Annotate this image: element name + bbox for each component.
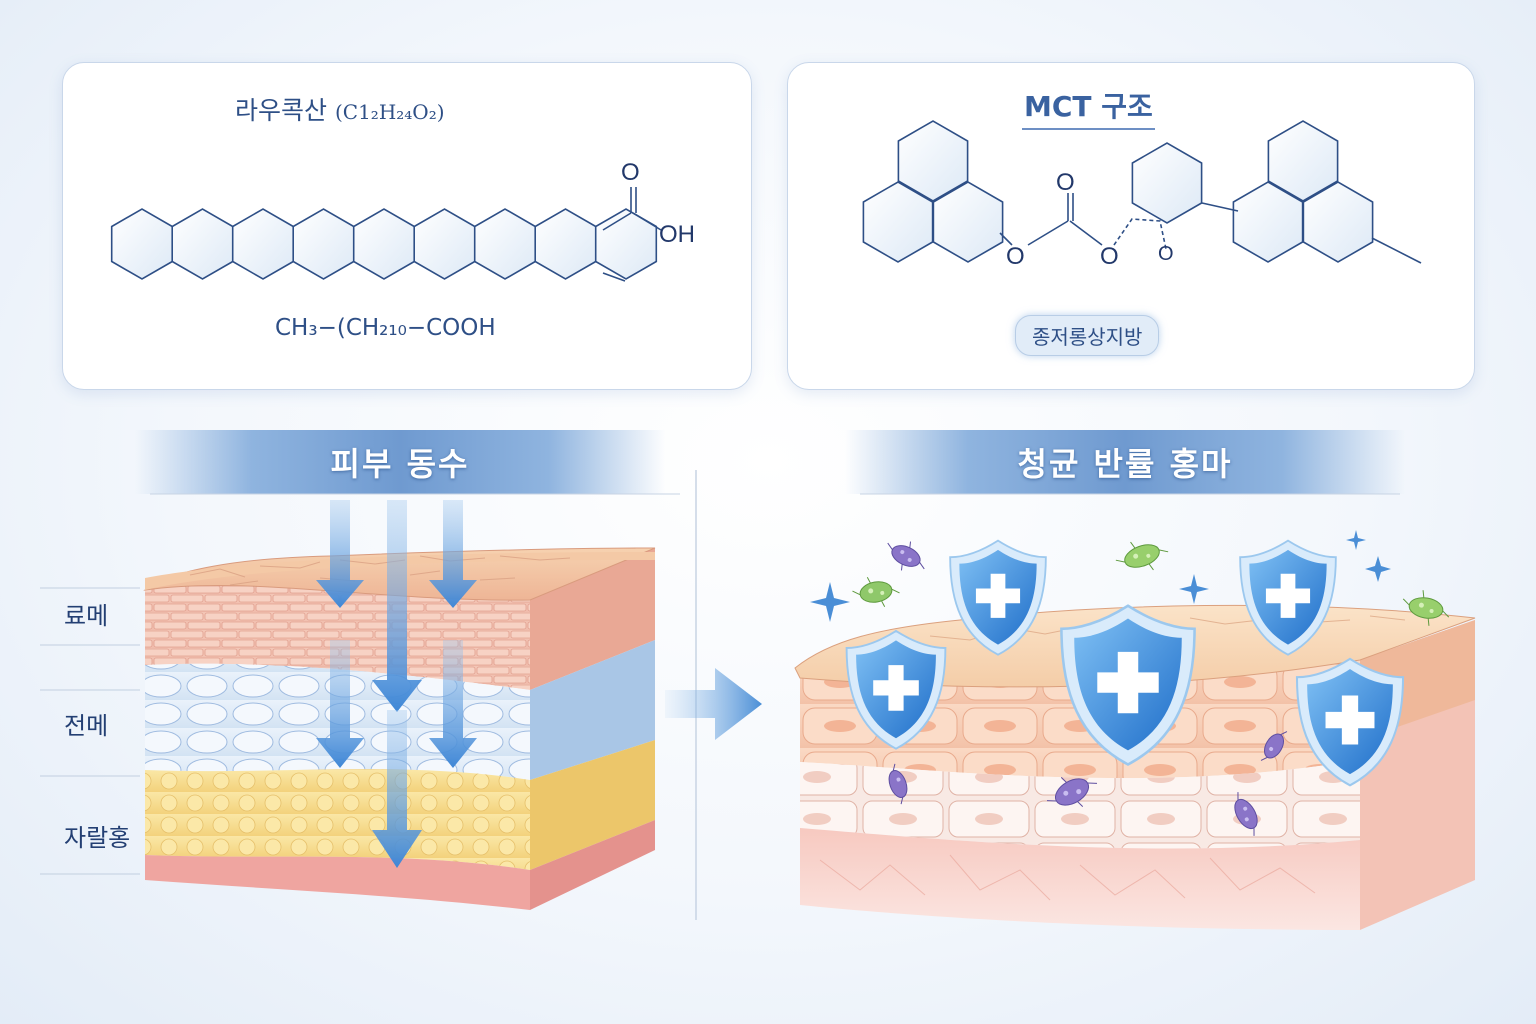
bacteria-group (852, 541, 1450, 836)
arrow-down-icon (316, 640, 364, 768)
layer-label-subcutaneous: 자랄홍 (64, 824, 131, 852)
arrow-down-icon (429, 640, 477, 768)
sparkle-group (810, 530, 1391, 622)
mct-structure-diagram (862, 120, 1422, 264)
lauric-acid-card: 라우콕산 (C1₂H₂₄O₂) O OH CH₃−(CH₂₁₀−COOH (62, 62, 752, 390)
hexagon-ring (1232, 181, 1304, 263)
lauric-acid-structure (110, 187, 662, 282)
mct-fat-badge: 종저롱상지방 (1015, 315, 1160, 356)
bacteria-icon (888, 763, 908, 805)
mct-oxygen-label-4: O (1158, 243, 1174, 265)
bacteria-icon (1260, 731, 1288, 761)
arrow-down-icon (316, 500, 364, 608)
sparkle-icon (1346, 530, 1366, 550)
sparkle-icon (1365, 556, 1391, 582)
mct-oxygen-label-3: O (1100, 243, 1119, 270)
lauric-acid-title-formula: (C1₂H₂₄O₂) (334, 100, 445, 124)
hexagon-ring (1302, 181, 1374, 263)
shield-plus-icon (845, 629, 947, 750)
bacteria-icon (1046, 777, 1098, 807)
absorption-arrows (316, 500, 477, 868)
hexagon-ring (171, 208, 234, 280)
hexagon-ring (110, 208, 174, 280)
arrow-down-icon (372, 500, 422, 712)
hexagon-ring (1131, 142, 1203, 224)
hexagon-ring (932, 181, 1004, 263)
shield-plus-icon (949, 539, 1047, 656)
shield-plus-icon (1060, 604, 1196, 766)
bacteria-icon (1115, 541, 1169, 571)
hexagon-ring (231, 208, 295, 280)
skin-absorption-banner: 피부 동수 (135, 430, 665, 494)
hexagon-ring (413, 208, 476, 280)
bacteria-icon (852, 577, 900, 607)
hexagon-ring (292, 208, 355, 280)
sparkle-icon (1179, 574, 1209, 604)
antibacterial-effect-banner: 청균 반률 홍마 (845, 430, 1405, 494)
hexagon-ring (534, 208, 597, 280)
bacteria-icon (1402, 590, 1450, 626)
lauric-oxygen-label: O (621, 159, 640, 186)
mct-title: MCT 구조 (1022, 85, 1155, 130)
mct-oxygen-label-1: O (1056, 169, 1075, 196)
lauric-acid-name: 라우콕산 (235, 96, 328, 125)
arrow-down-icon (429, 500, 477, 608)
lauric-acid-formula: CH₃−(CH₂₁₀−COOH (275, 315, 496, 341)
layer-label-epidermis: 료메 (64, 602, 109, 630)
arrow-right-icon (665, 668, 762, 740)
skin-cross-section (143, 547, 656, 910)
shield-plus-icon (1295, 657, 1405, 787)
arrow-down-icon (372, 710, 422, 868)
bacteria-icon (887, 541, 925, 571)
hexagon-ring (594, 208, 658, 280)
mct-structure-card: MCT 구조 O O O O 종저롱상지방 (787, 62, 1475, 390)
shield-group (845, 539, 1405, 787)
mct-oxygen-label-2: O (1006, 243, 1025, 270)
hexagon-ring (1267, 120, 1339, 202)
hexagon-ring (352, 208, 416, 280)
hexagon-ring (897, 120, 969, 202)
sparkle-icon (810, 582, 850, 622)
layer-label-dermis: 전메 (64, 712, 109, 740)
shield-plus-icon (1239, 539, 1337, 656)
hexagon-ring (862, 181, 934, 263)
protected-skin-block (794, 604, 1476, 930)
lauric-acid-title: 라우콕산 (C1₂H₂₄O₂) (235, 91, 445, 127)
lauric-hydroxyl-label: OH (659, 221, 695, 248)
hexagon-ring (473, 208, 537, 280)
bacteria-icon (1234, 792, 1258, 836)
